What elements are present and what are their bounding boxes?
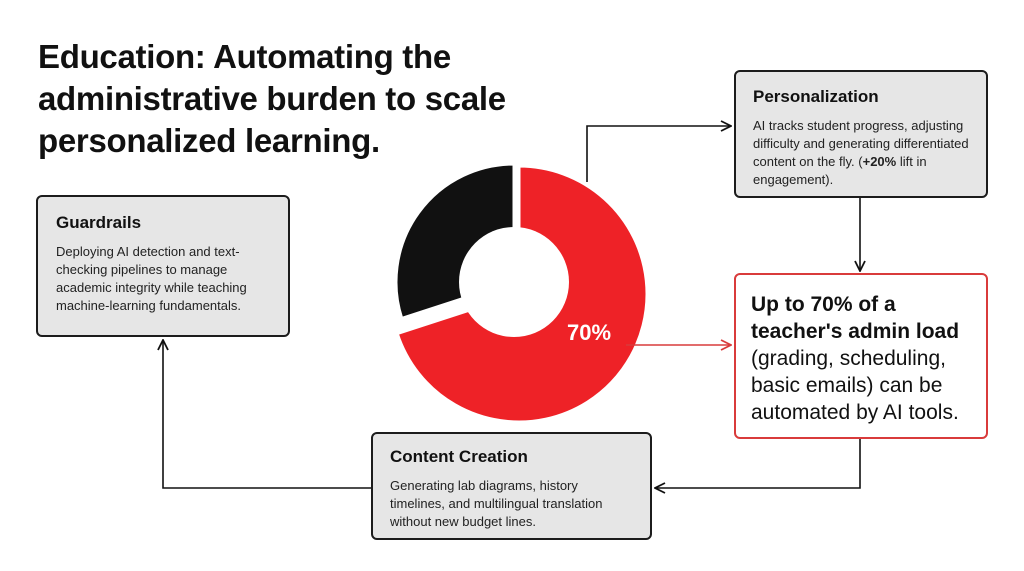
admin-load-stat-card: Up to 70% of a teacher's admin load (gra… <box>734 273 988 439</box>
page-title: Education: Automating the administrative… <box>38 36 598 162</box>
arrow-chart-to-personalization <box>586 126 731 182</box>
title-line-1: Education: Automating the <box>38 38 451 75</box>
personalization-text: AI tracks student progress, adjusting di… <box>753 118 969 169</box>
content-creation-heading: Content Creation <box>390 447 528 466</box>
personalization-card: Personalization AI tracks student progre… <box>734 70 988 198</box>
guardrails-card: Guardrails Deploying AI detection and te… <box>36 195 290 337</box>
title-line-3: personalized learning. <box>38 122 380 159</box>
arrow-content-to-guardrails <box>163 340 371 489</box>
title-line-2: administrative burden to scale <box>38 80 506 117</box>
donut-hole <box>459 227 569 337</box>
content-creation-body: Generating lab diagrams, history timelin… <box>390 478 603 529</box>
guardrails-body: Deploying AI detection and text-checking… <box>56 244 247 313</box>
engagement-lift-value: +20% <box>862 154 897 169</box>
guardrails-heading: Guardrails <box>56 213 142 232</box>
personalization-body: AI tracks student progress, adjusting di… <box>753 117 969 189</box>
donut-chart: 70% <box>394 162 649 424</box>
content-creation-card: Content Creation Generating lab diagrams… <box>371 432 652 540</box>
donut-value-label: 70% <box>567 320 611 345</box>
stat-rest: (grading, scheduling, basic emails) can … <box>751 347 959 424</box>
personalization-tail: lift in engagement). <box>753 154 927 187</box>
arrow-stat-to-content <box>655 439 861 488</box>
stat-lead: Up to 70% of a teacher's admin load <box>751 293 960 343</box>
personalization-heading: Personalization <box>753 87 879 106</box>
